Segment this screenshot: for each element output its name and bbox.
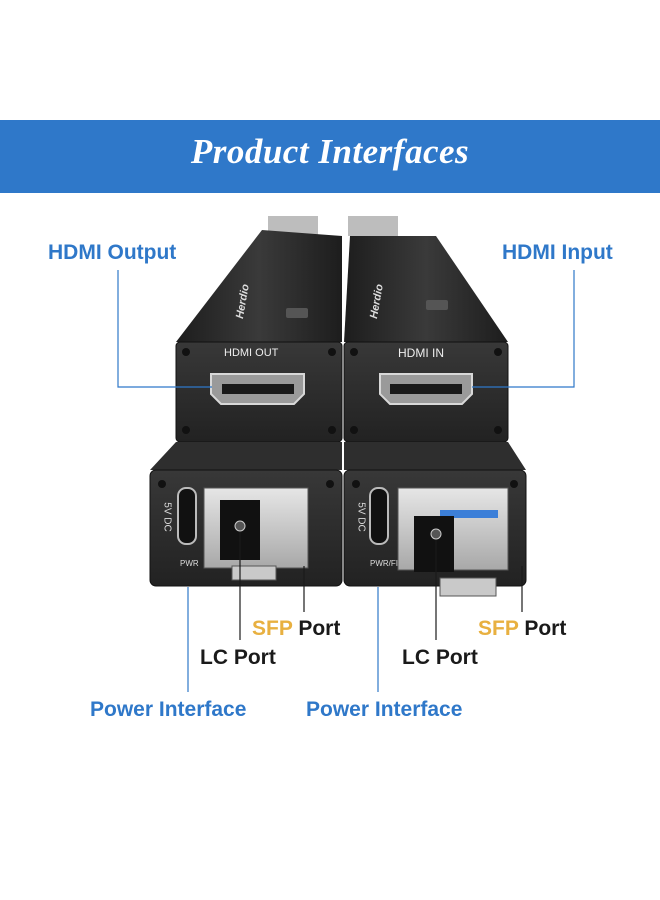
top-connector-left xyxy=(268,216,318,236)
pwr-left-print: PWR xyxy=(180,559,199,568)
top-body-right xyxy=(344,236,508,342)
sfp-port-right-label: SFP Port xyxy=(478,618,566,639)
usb-c-port-left xyxy=(177,487,197,545)
sfp-blue-tab xyxy=(440,510,498,518)
sfp-word-left: SFP xyxy=(252,617,293,640)
top-connector-right xyxy=(348,216,398,236)
hdmi-input-label: HDMI Input xyxy=(502,241,613,264)
power-interface-right-label: Power Interface xyxy=(306,698,463,721)
usb-c-port-right xyxy=(369,487,389,545)
port-word-left: Port xyxy=(298,617,341,640)
sfp-port-left-label: SFP Port xyxy=(252,618,340,639)
lc-port-right-label: LC Port xyxy=(402,646,478,669)
hdmi-in-print: HDMI IN xyxy=(398,346,444,360)
hdmi-output-label: HDMI Output xyxy=(48,241,177,264)
lc-socket-right xyxy=(414,516,454,572)
faceplate-screws xyxy=(182,348,502,434)
sfp-word-right: SFP xyxy=(478,617,519,640)
led-slot-left xyxy=(286,308,308,318)
power-interface-left-label: Power Interface xyxy=(90,698,247,721)
title-banner xyxy=(0,120,660,193)
lower-top-left xyxy=(150,442,342,470)
port-word-right: Port xyxy=(524,617,567,640)
led-slot-right xyxy=(426,300,448,310)
lc-port-left-label: LC Port xyxy=(200,646,276,669)
pwr-right-print: PWR/FI xyxy=(370,559,398,568)
lower-top-right xyxy=(344,442,526,470)
page-title: Product Interfaces xyxy=(190,132,470,171)
hdmi-out-print: HDMI OUT xyxy=(224,347,279,359)
